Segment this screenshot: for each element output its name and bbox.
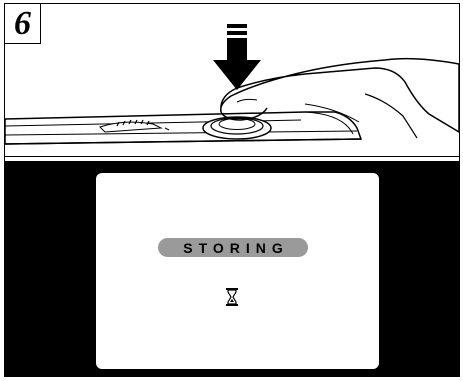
camera-shutter-illustration xyxy=(5,4,459,156)
status-badge: STORING xyxy=(158,238,308,257)
press-down-arrow xyxy=(213,24,261,90)
status-text: STORING xyxy=(177,240,289,256)
lcd-panel: STORING xyxy=(5,161,459,376)
instruction-figure: 6 STORING xyxy=(4,3,460,377)
step-number-box: 6 xyxy=(5,4,41,44)
hourglass-icon xyxy=(224,287,240,307)
lcd-screen: STORING xyxy=(96,173,379,369)
step-number: 6 xyxy=(14,7,31,41)
